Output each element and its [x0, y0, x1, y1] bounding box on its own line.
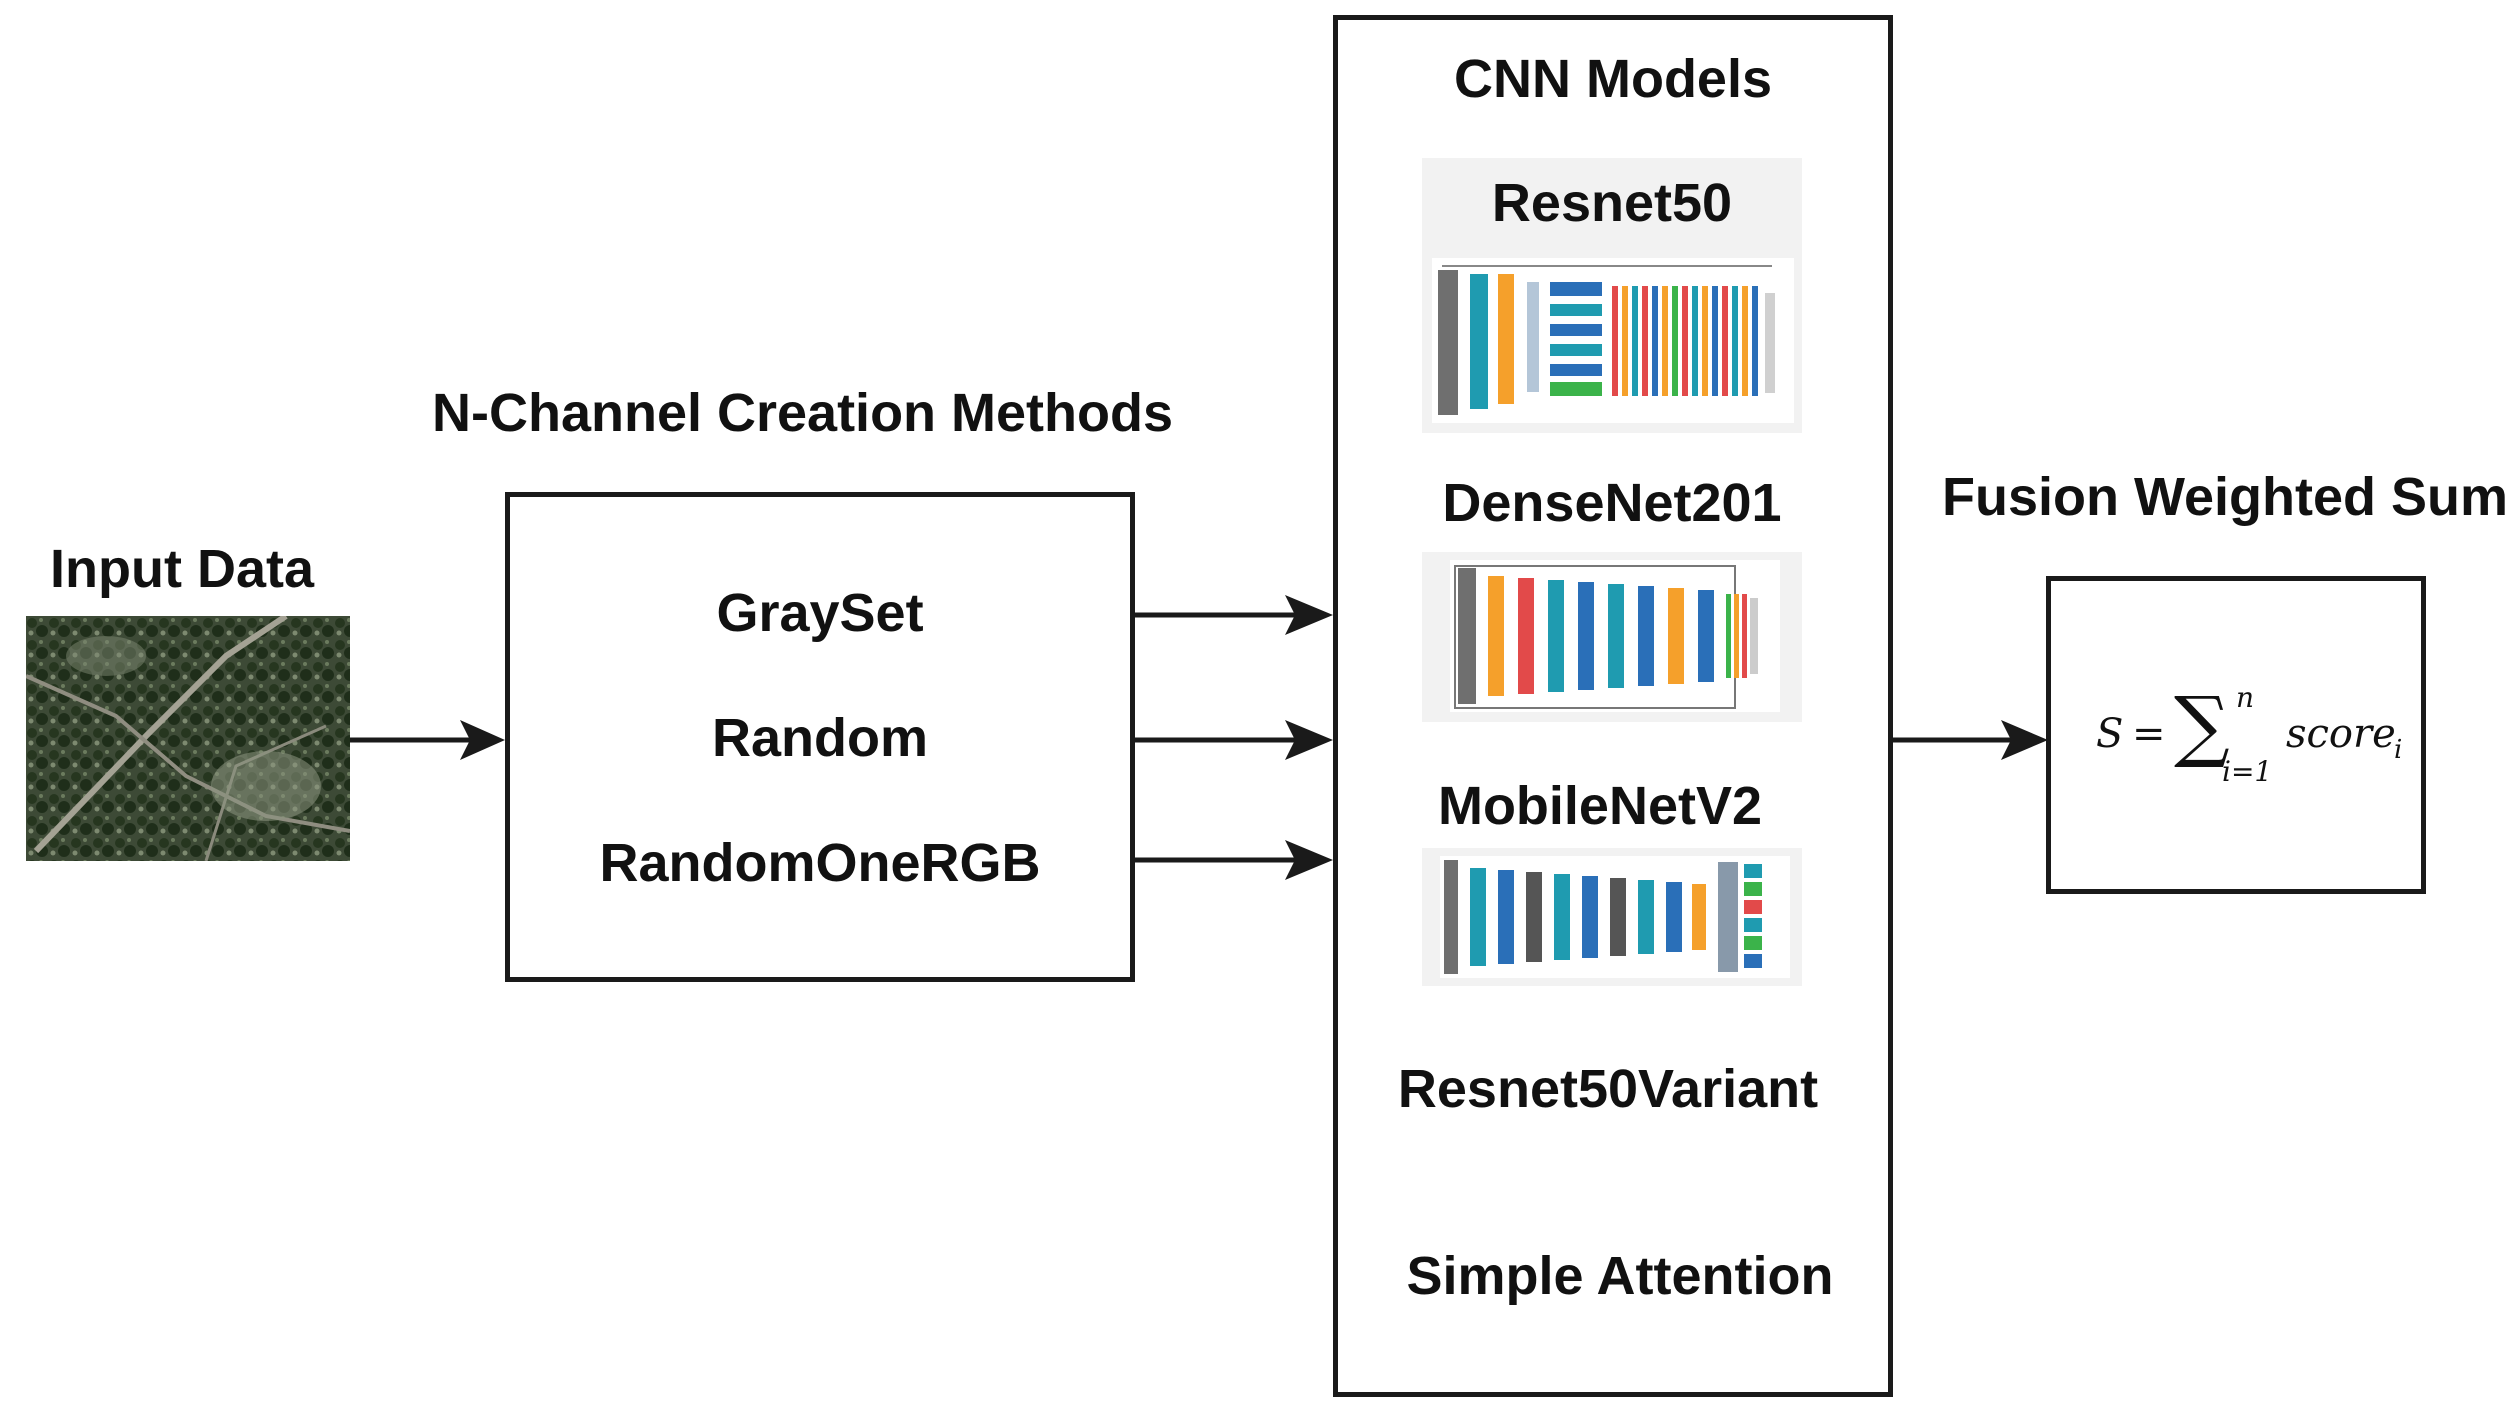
arrow-methods-to-cnn-2 — [1135, 720, 1333, 760]
methods-title: N-Channel Creation Methods — [432, 383, 1174, 443]
model-densenet201: DenseNet201 — [1442, 473, 1782, 533]
arrow-methods-to-cnn-1 — [1135, 595, 1333, 635]
resnet50-architecture-icon — [1432, 258, 1794, 423]
formula-term: score — [2286, 711, 2396, 757]
method-random: Random — [712, 708, 928, 768]
formula-term-subscript: i — [2394, 735, 2403, 765]
formula-lhs: S — [2096, 711, 2124, 757]
input-satellite-image — [25, 613, 351, 862]
densenet201-architecture-icon — [1450, 560, 1780, 712]
arrow-cnn-to-fusion — [1893, 720, 2048, 760]
mobilenetv2-architecture-icon — [1440, 856, 1790, 978]
arrow-methods-to-cnn-3 — [1135, 840, 1333, 880]
arrow-input-to-methods — [350, 720, 505, 760]
fusion-formula: S = ∑ n i=1 score i — [2096, 681, 2402, 789]
formula-sigma: ∑ — [2174, 681, 2230, 771]
formula-upper-limit: n — [2236, 681, 2255, 714]
input-data-title: Input Data — [50, 539, 314, 599]
model-mobilenetv2: MobileNetV2 — [1437, 776, 1763, 836]
fusion-title: Fusion Weighted Sum — [1942, 467, 2508, 527]
cnn-models-title: CNN Models — [1453, 49, 1772, 109]
method-grayset: GraySet — [716, 583, 924, 643]
model-resnet50: Resnet50 — [1491, 173, 1733, 233]
formula-equals: = — [2132, 711, 2166, 757]
model-resnet50-variant: Resnet50Variant — [1397, 1059, 1819, 1119]
method-random-one-rgb: RandomOneRGB — [599, 833, 1041, 893]
fusion-box: S = ∑ n i=1 score i — [2046, 576, 2426, 894]
model-simple-attention: Simple Attention — [1406, 1246, 1834, 1306]
methods-box: GraySet Random RandomOneRGB — [505, 492, 1135, 982]
formula-lower-limit: i=1 — [2222, 755, 2273, 788]
